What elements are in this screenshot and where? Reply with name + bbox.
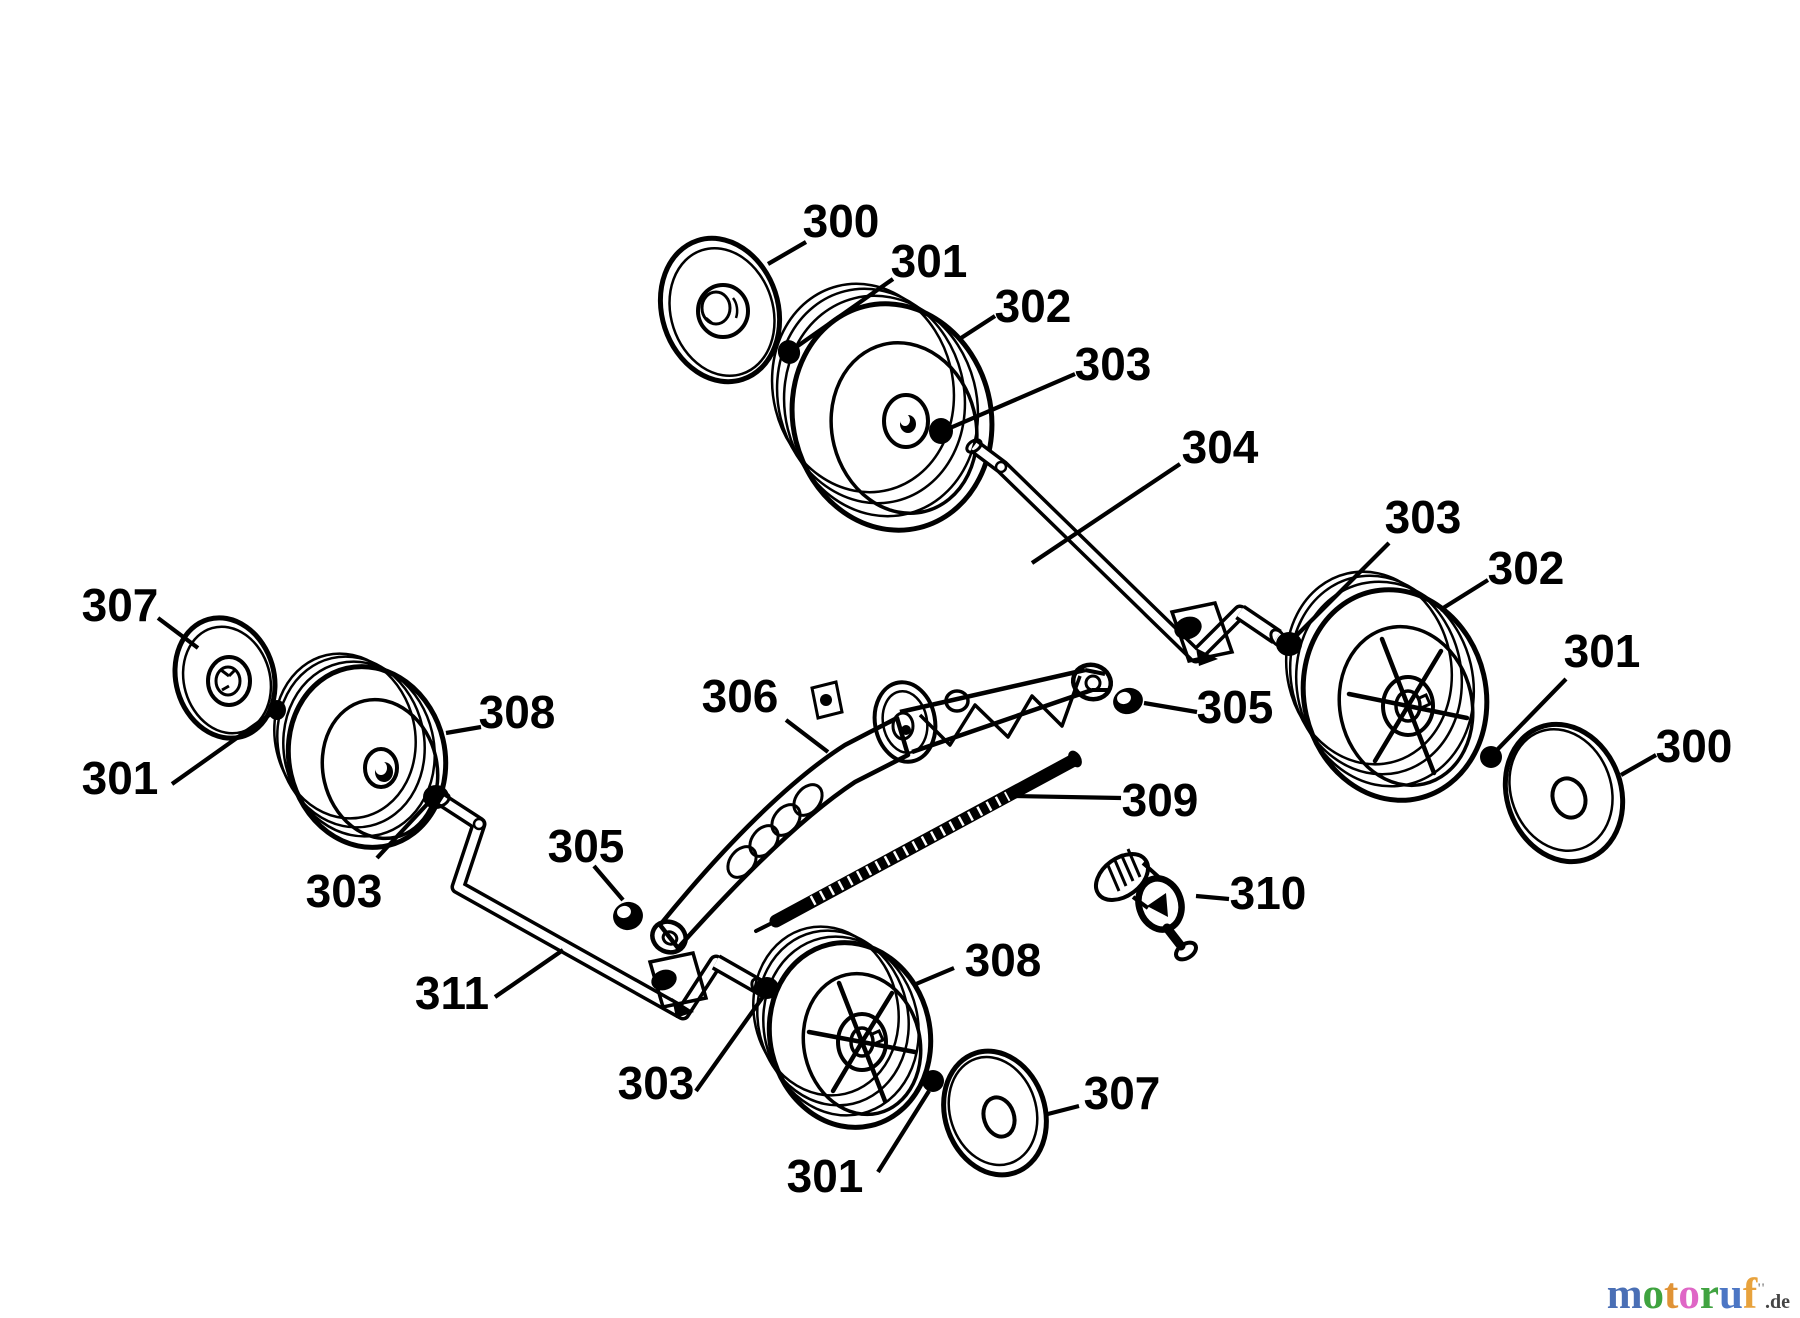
callout-303-5: 303: [1292, 491, 1462, 640]
callout-300-0: 300: [766, 195, 880, 266]
part-number-label: 303: [1385, 491, 1462, 543]
part-number-label: 309: [1122, 774, 1199, 826]
axle-bolt-301-bottom: [922, 1070, 944, 1092]
part-number-label: 301: [1564, 625, 1641, 677]
callout-301-1: 301: [790, 235, 968, 352]
callout-309-15: 309: [1011, 774, 1199, 826]
logo-letter: t: [1664, 1271, 1679, 1318]
height-adjuster-lever-306: [650, 662, 1114, 955]
leader-line: [766, 240, 808, 266]
part-number-label: 301: [787, 1150, 864, 1202]
bushing-305-right: [1113, 687, 1143, 715]
callout-layer: 3003013023033043033023013003073083013033…: [82, 195, 1733, 1202]
callout-311-18: 311: [415, 948, 565, 1019]
part-number-label: 305: [1197, 681, 1274, 733]
leader-line: [445, 724, 482, 736]
logo-letter: o: [1678, 1271, 1700, 1318]
leader-line: [956, 314, 997, 342]
callout-301-21: 301: [787, 1089, 931, 1202]
axle-311: [433, 792, 768, 1021]
callout-301-11: 301: [82, 711, 274, 804]
part-number-label: 305: [548, 820, 625, 872]
leader-line: [156, 616, 200, 650]
logo-letter: m: [1606, 1271, 1643, 1318]
wheel-308-bottom: [752, 925, 934, 1130]
logo-letter: f: [1742, 1271, 1758, 1318]
callout-303-12: 303: [306, 797, 434, 917]
callout-307-22: 307: [1043, 1067, 1161, 1119]
leader-line: [1143, 700, 1198, 715]
part-number-label: 303: [1075, 338, 1152, 390]
part-number-label: 304: [1182, 421, 1259, 473]
callout-308-19: 308: [915, 934, 1042, 986]
callout-307-9: 307: [82, 579, 200, 650]
leader-line: [1030, 462, 1182, 565]
leader-line: [915, 966, 955, 986]
callout-301-7: 301: [1494, 625, 1641, 753]
callout-306-13: 306: [702, 670, 830, 754]
adjuster-clamp-310: [1094, 848, 1198, 962]
part-number-label: 307: [82, 579, 159, 631]
callout-305-16: 305: [548, 820, 625, 902]
leader-line: [876, 1089, 931, 1174]
logo-letter: u: [1718, 1271, 1743, 1318]
leader-line: [1619, 753, 1658, 777]
callout-302-2: 302: [956, 280, 1072, 342]
callout-300-8: 300: [1619, 720, 1733, 777]
axle-bolt-301-right: [1480, 746, 1502, 768]
callout-303-20: 303: [618, 992, 767, 1109]
logo-suffix: .de: [1765, 1291, 1790, 1313]
wheel-308-left: [273, 652, 449, 850]
leader-line: [949, 372, 1076, 430]
leader-line: [1011, 793, 1122, 801]
nut-303-top: [929, 418, 953, 444]
part-number-label: 300: [1656, 720, 1733, 772]
part-number-label: 302: [995, 280, 1072, 332]
axle-304: [965, 438, 1287, 666]
part-number-label: 303: [618, 1057, 695, 1109]
callout-308-10: 308: [445, 686, 556, 738]
part-number-label: 302: [1488, 542, 1565, 594]
part-number-label: 301: [82, 752, 159, 804]
wheel-302-top: [770, 282, 995, 533]
logo-letter: r: [1699, 1271, 1719, 1318]
part-number-label: 307: [1084, 1067, 1161, 1119]
part-number-label: 310: [1230, 867, 1307, 919]
hubcap-300-right: [1502, 721, 1626, 865]
callout-310-17: 310: [1195, 867, 1307, 919]
part-number-label: 300: [803, 195, 880, 247]
logo-mark: '': [1757, 1281, 1765, 1297]
callout-302-6: 302: [1438, 542, 1565, 612]
part-number-label: 303: [306, 865, 383, 917]
callout-303-3: 303: [949, 338, 1152, 430]
spring-rod-309: [754, 750, 1082, 933]
leader-line: [1494, 677, 1568, 753]
part-number-label: 301: [891, 235, 968, 287]
logo-letter: o: [1642, 1271, 1665, 1318]
leader-line: [790, 277, 895, 352]
callout-305-14: 305: [1143, 681, 1274, 733]
leader-line: [493, 948, 565, 999]
hubcap-307-bottom: [941, 1048, 1049, 1178]
leader-line: [170, 711, 274, 786]
leader-line: [592, 864, 625, 902]
bushing-305-left: [613, 901, 643, 931]
leader-line: [1043, 1103, 1080, 1118]
leader-line: [694, 992, 767, 1093]
wheel-302-right: [1284, 570, 1490, 803]
motoruf-logo: motoruf''.de: [1607, 1273, 1790, 1316]
leader-line: [1195, 893, 1230, 902]
part-number-label: 308: [965, 934, 1042, 986]
hubcap-307-left: [172, 615, 278, 741]
leader-line: [375, 797, 434, 860]
part-number-label: 311: [415, 967, 489, 1019]
leader-line: [784, 718, 830, 754]
part-number-label: 308: [479, 686, 556, 738]
callout-304-4: 304: [1030, 421, 1259, 565]
leader-line: [1292, 541, 1391, 640]
part-number-label: 306: [702, 670, 779, 722]
hubcap-300-top: [657, 235, 783, 385]
leader-line: [1438, 578, 1490, 612]
